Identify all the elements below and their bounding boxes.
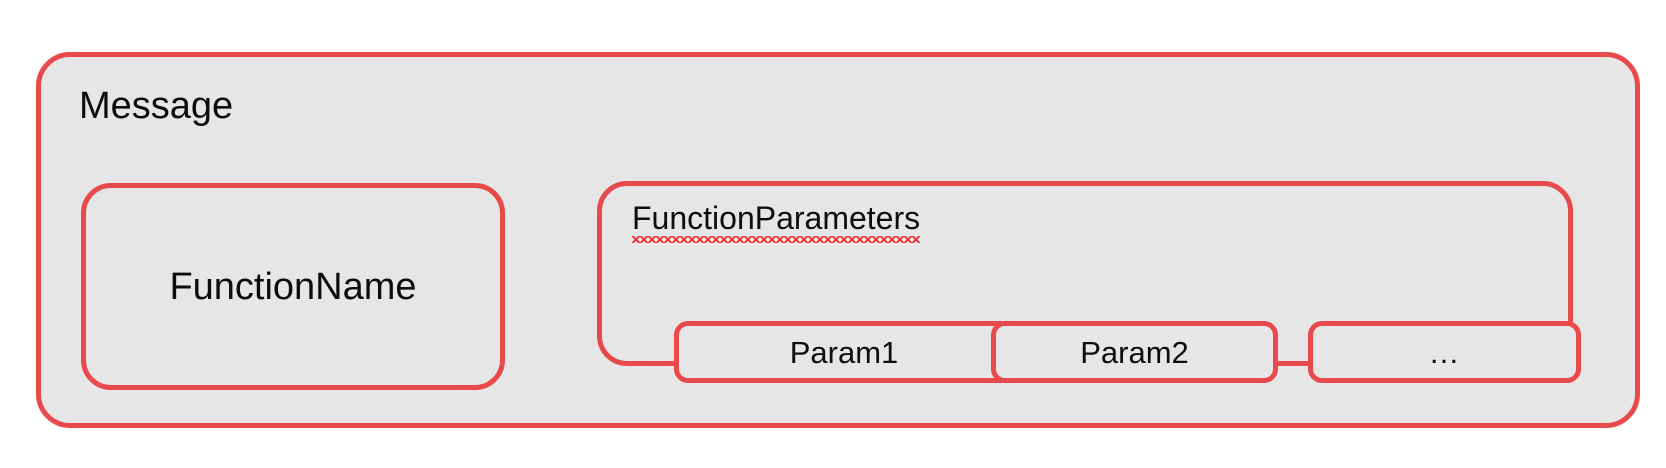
function-parameters-label-wrap: FunctionParameters (632, 200, 921, 243)
function-name-label: FunctionName (169, 265, 417, 308)
function-name-box: FunctionName (81, 183, 505, 390)
parameter-chip-2: Param2 (991, 321, 1278, 383)
spellcheck-squiggle-icon (632, 236, 921, 243)
function-parameters-box: FunctionParameters Param1 Param2 … (597, 181, 1581, 383)
parameter-chip-1: Param1 (674, 321, 1014, 383)
parameter-chip-ellipsis: … (1308, 321, 1581, 383)
parameter-chip-2-label: Param2 (1080, 334, 1189, 370)
parameter-chip-ellipsis-label: … (1428, 334, 1461, 370)
parameter-chip-1-label: Param1 (789, 334, 899, 370)
function-parameters-label: FunctionParameters (632, 200, 921, 236)
message-box-label: Message (79, 85, 234, 127)
message-box: Message FunctionName FunctionParameters … (36, 52, 1640, 428)
